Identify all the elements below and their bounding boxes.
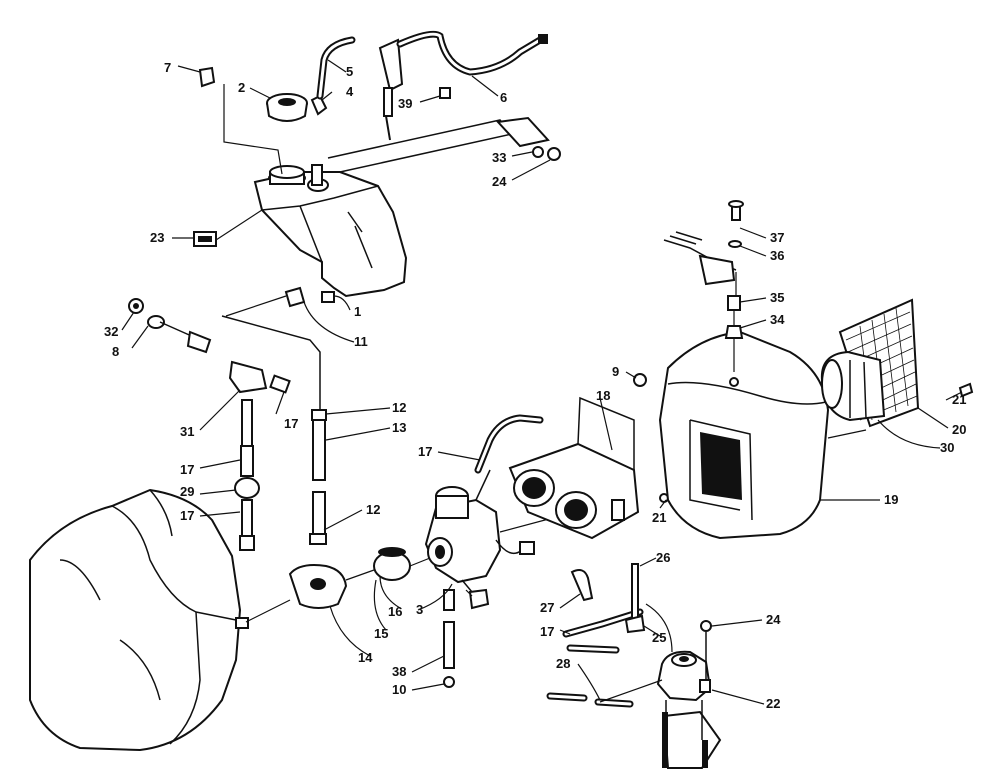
carburetor [424,469,502,593]
screw-26 [631,563,639,621]
shutoff-valve [228,360,268,394]
drain-plug [443,676,455,688]
fuel-pump-group [546,563,722,769]
callout-24-b: 24 [766,612,781,627]
nut [547,147,561,161]
screw-37 [731,205,741,221]
drain-fitting [468,588,490,610]
callout-12-b: 12 [366,502,380,517]
callout-28: 28 [556,656,570,671]
hose-clamp-lower [309,533,327,545]
callout-30: 30 [940,440,954,455]
callout-13: 13 [392,420,406,435]
leader-lines [121,59,963,705]
callout-9: 9 [612,364,619,379]
callout-37: 37 [770,230,784,245]
callout-38: 38 [392,664,406,679]
callout-15: 15 [374,626,388,641]
callout-18: 18 [596,388,610,403]
washer-36 [728,240,742,248]
fuel-tank-group [193,30,561,308]
callout-16: 16 [388,604,402,619]
valve-washer [147,315,165,329]
callout-12-a: 12 [392,400,406,415]
carb-connector [519,541,535,555]
callout-2: 2 [238,80,245,95]
callout-24: 24 [492,174,507,189]
callout-11: 11 [354,334,368,349]
drain-hose-upper [443,589,455,611]
screw [439,87,451,99]
airbox-screw [633,373,647,387]
callout-20: 20 [952,422,966,437]
callout-21-b: 21 [952,392,966,407]
callout-17-d: 17 [418,444,432,459]
fuel-hose-upper [241,399,253,447]
fuel-sender [378,38,404,141]
callout-labels: 7 2 5 4 39 6 33 24 23 1 11 32 8 31 17 17… [104,60,966,711]
fuel-fitting [284,286,306,308]
fuel-tank [253,171,408,298]
tank-bracket [495,116,550,148]
callout-29: 29 [180,484,194,499]
pump-bracket [570,569,594,602]
callout-31: 31 [180,424,194,439]
callout-27: 27 [540,600,554,615]
fuel-line-group [128,298,327,551]
fuel-hose-lower [241,499,253,537]
fuel-pump [656,650,712,702]
engine [29,488,249,752]
washer [532,146,544,158]
screen-screw [958,382,974,398]
fitting-25 [624,614,646,634]
callout-26: 26 [656,550,670,565]
callout-36: 36 [770,248,784,263]
pump-mount-plate [662,710,722,769]
callout-19: 19 [884,492,898,507]
callout-21-a: 21 [652,510,666,525]
intake-adapter [508,396,669,540]
grommet-34 [724,325,744,339]
callout-23: 23 [150,230,164,245]
callout-14: 14 [358,650,373,665]
callout-39: 39 [398,96,412,111]
callout-33: 33 [492,150,506,165]
callout-25: 25 [652,630,666,645]
callout-8: 8 [112,344,119,359]
callout-4: 4 [346,84,354,99]
fuel-hose-13b [312,491,326,535]
spacer-35 [727,295,741,311]
sensor-group [663,200,744,339]
airbox-hole [729,377,739,387]
callout-5: 5 [346,64,353,79]
fuel-cap [266,93,308,122]
callout-3: 3 [416,602,423,617]
callout-6: 6 [500,90,507,105]
callout-17-a: 17 [284,416,298,431]
callout-32: 32 [104,324,118,339]
callout-34: 34 [770,312,785,327]
intake-screen-group [820,298,974,428]
hose-clamp-upper [311,409,327,421]
callout-22: 22 [766,696,780,711]
callout-1: 1 [354,304,361,319]
callout-10: 10 [392,682,406,697]
drain-hose-38 [443,621,455,669]
cap-gasket [198,66,216,88]
fuel-filter [234,477,260,499]
air-silencer [633,330,830,540]
callout-17-b: 17 [180,462,194,477]
intake-port [235,617,249,629]
callout-17-e: 17 [540,624,554,639]
nut-24b [700,620,712,632]
carburetor-group [245,414,561,688]
sensor-bracket [698,254,736,286]
callout-7: 7 [164,60,171,75]
callout-17-c: 17 [180,508,194,523]
fuel-hose-13 [312,419,326,481]
callout-35: 35 [770,290,784,305]
